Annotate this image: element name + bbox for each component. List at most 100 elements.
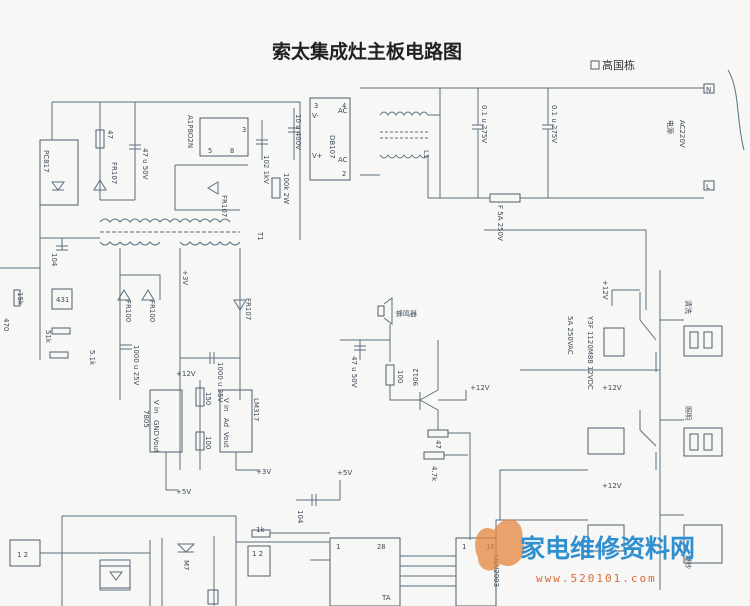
cap-x2-label: 0.1 u 275V bbox=[550, 105, 558, 143]
svg-text:8: 8 bbox=[230, 147, 234, 155]
logic-section: +5V 104 1k 1 28 TA 1 16 ULN2003 1 2 1 2 … bbox=[9, 469, 588, 606]
watermark-logo-icon bbox=[475, 519, 525, 571]
load1-label: 清洗 bbox=[684, 300, 693, 314]
author-label: 高国栋 bbox=[602, 58, 635, 72]
bridge-small-diode-icon bbox=[109, 571, 123, 581]
transformer-primary bbox=[99, 218, 231, 223]
primary-wires bbox=[51, 101, 301, 240]
terminal-n-label: N bbox=[706, 86, 711, 94]
cap-102-label: 102 1kV bbox=[262, 155, 270, 184]
relay1-switch bbox=[639, 292, 657, 372]
speaker-cone-icon bbox=[383, 297, 393, 325]
pwm-ic bbox=[199, 117, 249, 157]
relay1-contact-spec: 5A 250VAC bbox=[566, 316, 574, 355]
regulator-lm317-vout: Vout bbox=[222, 432, 230, 448]
diode-m7-label: M7 bbox=[182, 560, 190, 571]
handwritten-mark bbox=[727, 69, 745, 151]
fuse-label: F 5A 250V bbox=[496, 205, 504, 241]
rail-3v-label: +3V bbox=[181, 270, 189, 285]
cap-x1 bbox=[472, 88, 484, 198]
cap-x2 bbox=[542, 88, 554, 198]
watermark-text: 家电维修资料网 bbox=[520, 534, 695, 563]
fuse bbox=[489, 193, 521, 203]
secondary-diodes bbox=[117, 248, 161, 400]
cap-10u bbox=[288, 108, 300, 160]
connector-j2-label: 1 2 bbox=[252, 550, 263, 558]
regulator-lm317-label: LM317 bbox=[252, 398, 260, 421]
optocoupler-label: PC817 bbox=[42, 150, 50, 172]
mcu-chip bbox=[329, 537, 401, 606]
cap-104-label: 104 bbox=[50, 253, 58, 267]
relay-section: +12V Y3F 1120M88 12VDC 5A 250VAC 清洗 +12V… bbox=[484, 229, 723, 590]
diode-fr100a-label: FR100 bbox=[124, 300, 132, 322]
regulator-lm317-adj: Ad bbox=[222, 418, 230, 427]
bridge-vminus: V- bbox=[312, 112, 319, 120]
rail-12v-c: +12V bbox=[601, 280, 609, 300]
load3-label: 爆炒 bbox=[684, 555, 693, 569]
uln-label: ULN2003 bbox=[492, 555, 500, 587]
res-100-a-label: 100 bbox=[204, 436, 212, 449]
load1-terminal bbox=[683, 325, 723, 357]
choke-winding-top bbox=[379, 111, 429, 116]
svg-text:2: 2 bbox=[342, 170, 346, 178]
relay1-coil bbox=[603, 327, 625, 357]
terminal-l bbox=[703, 180, 715, 191]
res-5k1-label: 5.1k bbox=[88, 350, 96, 366]
rail-5v-wire bbox=[165, 452, 178, 491]
mcu-decoupling bbox=[296, 480, 341, 506]
regulator-7805-vout: Vout bbox=[152, 437, 160, 453]
res-51k bbox=[51, 327, 71, 335]
res-47-b bbox=[427, 429, 449, 438]
res-4k7 bbox=[423, 451, 445, 460]
svg-text:4: 4 bbox=[342, 102, 346, 110]
terminal-l-label: L bbox=[706, 183, 710, 191]
res-100k-label: 100k 2W bbox=[282, 173, 290, 204]
opto-led-icon bbox=[51, 181, 65, 191]
mains-wires bbox=[439, 87, 704, 199]
svg-text:3: 3 bbox=[242, 126, 246, 134]
cap-1000-a-label: 1000 u 25V bbox=[132, 345, 140, 386]
cap-47u-b-label: 47 u 50V bbox=[350, 356, 358, 388]
res-470-label: 470 bbox=[2, 318, 10, 331]
res-bottom bbox=[207, 589, 219, 605]
rail-3v-b-label: +3V bbox=[256, 468, 271, 476]
bridge-vplus: V+ bbox=[312, 152, 323, 160]
res-51k-label: 51k bbox=[44, 330, 52, 344]
cap-1000-b bbox=[209, 352, 215, 364]
res-100-b-label: 100 bbox=[396, 370, 404, 383]
transformer-label: T1 bbox=[256, 231, 264, 241]
cap-47u-label: 47 u 50V bbox=[141, 148, 149, 180]
secondary-section: 104 431 15k 470 51k 5.1k FR100 FR100 100… bbox=[0, 205, 271, 496]
mcu-pin28: 28 bbox=[377, 543, 385, 551]
relay2-coil bbox=[587, 427, 625, 455]
cap-104-b-label: 104 bbox=[296, 510, 304, 524]
relay-wires bbox=[484, 229, 660, 371]
regulator-7805-gnd: GND bbox=[152, 420, 160, 436]
cap-1000-b-label: 1000 u 25V bbox=[216, 362, 224, 403]
relay2-switch bbox=[639, 410, 657, 470]
res-47-b-label: 47 bbox=[434, 440, 442, 449]
connector-j1-label: 1 2 bbox=[17, 551, 28, 559]
cap-1000-a bbox=[120, 344, 132, 350]
cap-102 bbox=[256, 120, 268, 160]
load3-terminal bbox=[683, 524, 723, 564]
regulator-7805-label: 7805 bbox=[142, 410, 150, 428]
mains-input-section: N L AC220V 电源 0.1 u 275V 0.1 u 275V F 5A… bbox=[360, 83, 715, 241]
diagram-title: 索太集成灶主板电路图 bbox=[272, 40, 462, 63]
mcu-pin1: 1 bbox=[336, 543, 340, 551]
optocoupler bbox=[39, 139, 79, 206]
res-4k7-label: 4.7k bbox=[430, 466, 438, 482]
ac-input-note: 电源 bbox=[666, 120, 675, 134]
buzzer-drive-wires bbox=[444, 432, 471, 540]
author-checkbox-icon bbox=[590, 60, 600, 70]
transformer: T1 bbox=[99, 218, 264, 246]
bridge-ac2: AC bbox=[338, 156, 348, 164]
diode-fr107-primary-label: FR107 bbox=[220, 195, 228, 217]
cap-104 bbox=[56, 238, 68, 251]
res-150-label: 150 bbox=[204, 392, 212, 405]
transistor-9012 bbox=[389, 340, 439, 430]
regulator-lm317-vin: V in bbox=[222, 398, 230, 411]
load2-label: 照明 bbox=[684, 406, 692, 420]
rail-5v-label: +5V bbox=[176, 488, 191, 496]
